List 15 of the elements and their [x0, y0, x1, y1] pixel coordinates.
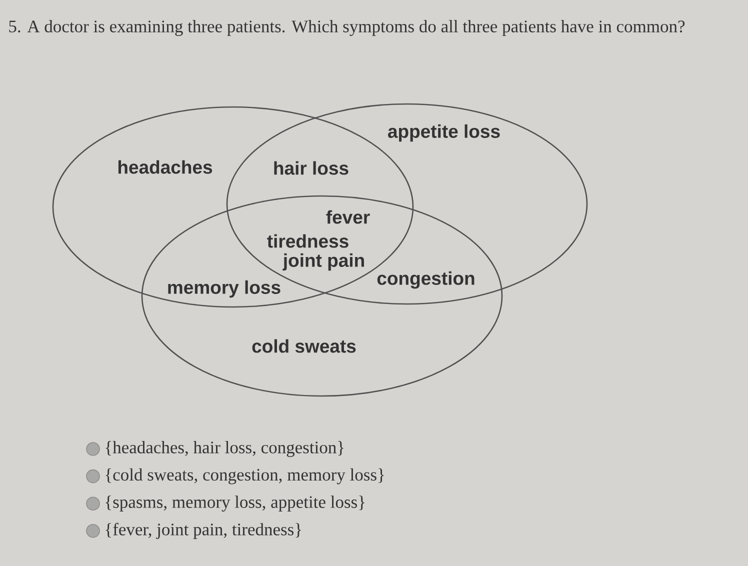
region-label: appetite loss	[388, 124, 500, 142]
region-label: fever	[326, 210, 370, 224]
region-label: headaches	[118, 160, 212, 174]
region-label: joint pain	[282, 253, 364, 271]
region-label: hair loss	[274, 161, 348, 175]
answer-option: {headaches, hair loss, congestion}	[106, 441, 344, 457]
region-label: memory loss	[168, 280, 280, 298]
answer-option: {cold sweats, congestion, memory loss}	[106, 468, 384, 484]
answer-option: {spasms, memory loss, appetite loss}	[106, 496, 364, 512]
answer-option: {fever, joint pain, tiredness}	[106, 522, 301, 539]
region-label: congestion	[377, 271, 474, 289]
region-label: tiredness	[267, 234, 348, 248]
region-label: cold sweats	[252, 339, 356, 353]
question-text: 5. A doctor is examining three patients. Which symptoms do all three patients have in common?	[9, 20, 685, 36]
venn-ellipse	[141, 195, 503, 397]
